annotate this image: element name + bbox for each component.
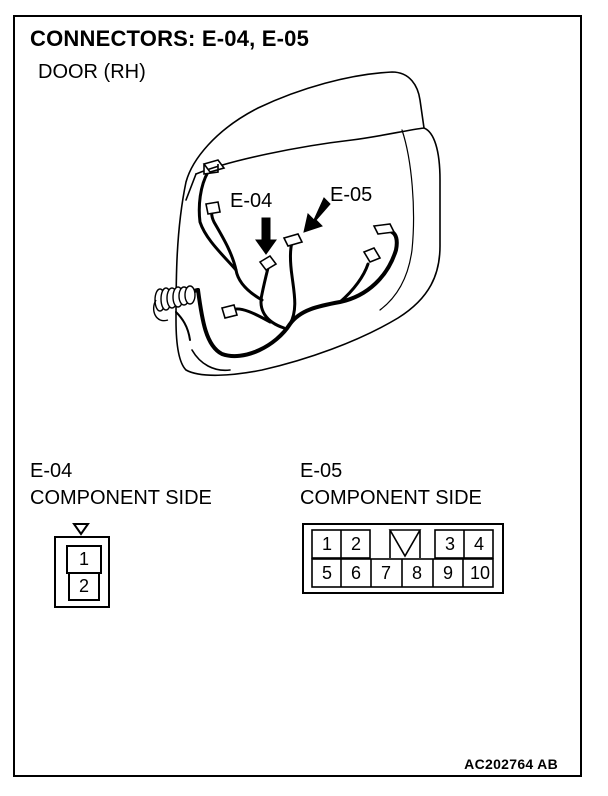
e05-pin: 7 [380,563,391,583]
e04-callout-label: E-04 [230,190,273,212]
e05-pin: 1 [321,534,332,554]
e05-lock-mark [388,529,422,558]
harness-connector [258,254,278,272]
e05-pin: 3 [444,534,455,554]
e04-lock-mark [72,523,90,536]
e05-pin: 9 [442,563,453,583]
harness-main [196,230,399,359]
harness-connector [220,304,239,319]
diagram-frame [13,15,582,777]
e05-pin: 4 [473,534,484,554]
figure-code: AC202764 AB [464,756,558,772]
harness-connector [202,159,226,175]
harness-connector [362,247,382,263]
e04-pointer-arrow [255,217,277,255]
e04-connector-name: E-04 [30,460,73,482]
e04-component-side-label: COMPONENT SIDE [30,487,212,509]
harness-connector [372,223,396,235]
e05-pin: 6 [350,563,361,583]
harness-connector [282,233,304,247]
grommet [152,285,196,322]
harness-connector [205,201,221,215]
e05-component-side-label: COMPONENT SIDE [300,487,482,509]
e04-pin-cell: 1 [66,545,102,574]
location-subtitle: DOOR (RH) [38,61,146,83]
e05-pin: 10 [469,563,491,583]
e05-pin-grid [311,529,494,588]
e05-callout-label: E-05 [330,184,373,206]
e04-pin: 1 [78,549,89,569]
e05-connector-housing: 1 2 3 4 5 6 7 8 9 10 [302,523,504,594]
e04-pin: 2 [78,576,89,596]
e05-pin: 8 [411,563,422,583]
e05-pointer-arrow [303,197,331,233]
e05-pin: 5 [321,563,332,583]
e05-pin: 2 [350,534,361,554]
page-title: CONNECTORS: E-04, E-05 [30,26,310,51]
e05-connector-name: E-05 [300,460,343,482]
e04-pin-cell: 2 [68,572,100,601]
e04-connector-housing: 1 2 [54,536,110,608]
door-panel-outline [175,71,441,377]
